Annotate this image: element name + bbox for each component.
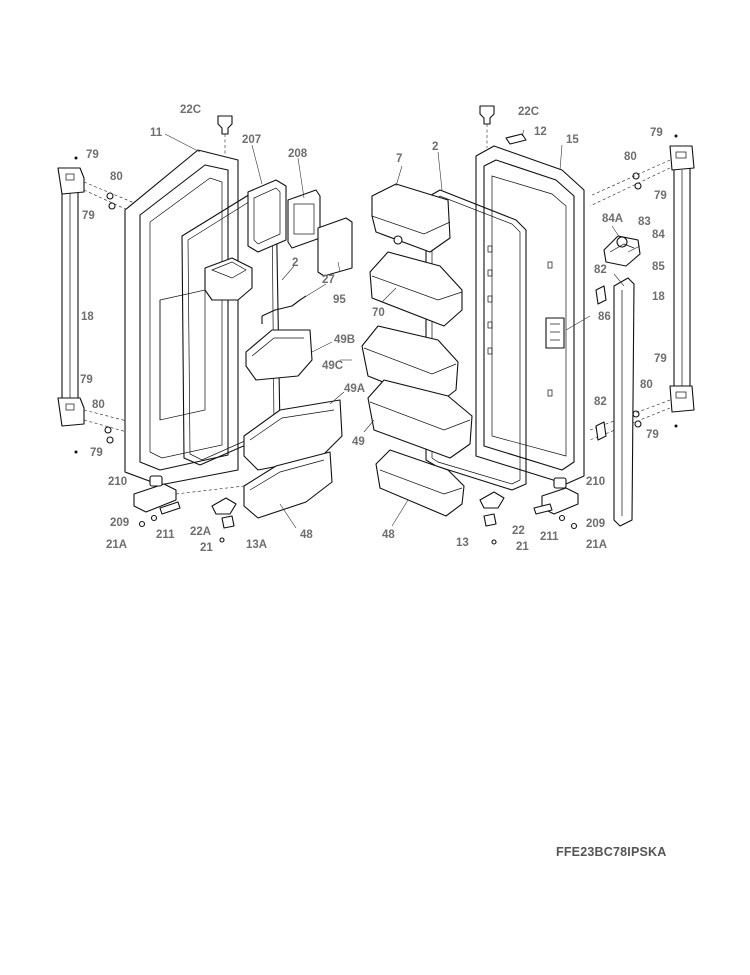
bin-48-right [375,449,465,517]
label-21A-left: 21A [106,539,127,551]
label-48-left: 48 [300,529,313,541]
label-12: 12 [534,126,547,138]
left-freezer-door [124,149,239,486]
control-panel-86 [545,317,565,349]
label-70: 70 [372,307,385,319]
label-79-top-left: 79 [86,149,99,161]
label-211-right: 211 [540,531,559,543]
left-door-handle [57,167,85,427]
bin-48-left [243,451,333,519]
label-84: 84 [652,229,665,241]
label-2-right: 2 [432,141,438,153]
clip-82-top [595,285,607,305]
label-79-top-right: 79 [650,127,663,139]
label-84A: 84A [602,213,623,225]
label-79-top-right-2: 79 [654,190,667,202]
label-18-right: 18 [652,291,665,303]
clip-82-bottom [595,421,607,441]
trim-strip-85 [613,277,635,527]
label-79-bottom-right-2: 79 [646,429,659,441]
right-hinge-cap [479,105,495,148]
label-2-left: 2 [292,257,298,269]
leader-lines [164,129,641,529]
model-number: FFE23BC78IPSKA [556,845,667,859]
label-22A: 22A [190,526,211,538]
bin-70 [369,251,463,327]
right-fresh-food-door [475,145,585,485]
label-83: 83 [638,216,651,228]
label-49: 49 [352,436,365,448]
left-hinge-cap [217,115,233,155]
label-21-left: 21 [200,542,213,554]
dispenser-panel-208 [287,189,321,249]
label-207: 207 [242,134,261,146]
label-13-right: 13 [456,537,469,549]
label-80-bottom-left: 80 [92,399,105,411]
label-211-left: 211 [156,529,175,541]
label-49A: 49A [344,383,365,395]
label-79-bottom-left-2: 79 [90,447,103,459]
label-82-top: 82 [594,264,607,276]
label-22C-left: 22C [180,104,201,116]
label-82-bottom: 82 [594,396,607,408]
right-door-gasket [425,189,527,491]
label-13A: 13A [246,539,267,551]
label-11: 11 [150,127,163,139]
bin-49 [367,379,473,459]
label-79-top-left-2: 79 [82,210,95,222]
left-bottom-hinge-hardware [133,475,245,543]
label-209-left: 209 [110,517,129,529]
label-209-right: 209 [586,518,605,530]
label-210-right: 210 [586,476,605,488]
label-95: 95 [333,294,346,306]
label-22-right: 22 [512,525,525,537]
label-49B: 49B [334,334,355,346]
label-18-left: 18 [81,311,94,323]
label-15: 15 [566,134,579,146]
label-21-right: 21 [516,541,529,553]
bin-49A [243,399,343,471]
bin-7 [371,183,451,253]
label-86: 86 [598,311,611,323]
right-bottom-hinge-hardware [479,477,579,545]
part-12 [505,133,527,145]
label-22C-right: 22C [518,106,539,118]
bin-49B [245,329,313,381]
dispenser-frame-207 [247,179,287,253]
label-210-left: 210 [108,476,127,488]
part-labels: 22C 11 207 208 79 80 79 18 79 80 79 2 27… [80,104,667,554]
label-85: 85 [652,261,665,273]
label-49C: 49C [322,360,343,372]
right-door-handle [669,134,695,428]
cover-95 [317,217,353,277]
label-21A-right: 21A [586,539,607,551]
label-80-top-left: 80 [110,171,123,183]
bin-49C [361,325,459,405]
right-door-shelf-slots [487,245,553,397]
dispenser-housing [204,257,253,301]
label-48-right: 48 [382,529,395,541]
label-79-bottom-left: 79 [80,374,93,386]
label-80-bottom-right: 80 [640,379,653,391]
label-27: 27 [322,274,335,286]
label-79-bottom-right: 79 [654,353,667,365]
label-7: 7 [396,153,402,165]
wire-27 [261,295,307,324]
hinge-bracket-84A-83-84 [603,235,641,267]
label-208: 208 [288,148,308,160]
label-80-top-right: 80 [624,151,637,163]
